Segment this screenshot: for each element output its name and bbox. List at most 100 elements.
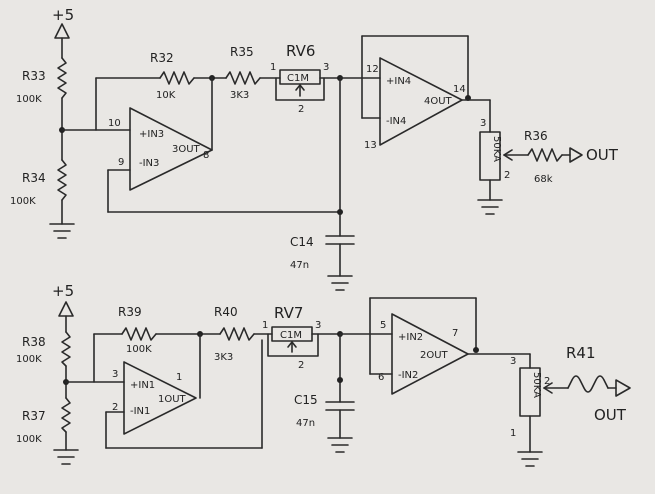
r35-value: 3K3: [230, 90, 249, 101]
bottom-pot-ground-icon: [517, 451, 543, 467]
bottom-pot-value: 50KA: [531, 372, 542, 398]
c15-ground-icon: [327, 437, 353, 453]
bottom-circuit: +5 R38 100K R37 100K 3 +IN1 -IN1 1OUT 2 …: [16, 282, 631, 467]
c14-ref: C14: [290, 235, 314, 249]
top-pot-pin2: 2: [504, 170, 510, 181]
r36-ref: R36: [524, 129, 548, 143]
c14-capacitor: [325, 235, 355, 245]
c15-value: 47n: [296, 418, 315, 429]
u4-in-minus: -IN4: [386, 116, 406, 127]
u3-opamp: [129, 107, 213, 191]
r41-resistor: [567, 375, 609, 393]
u2-in-plus: +IN2: [398, 332, 423, 343]
c15-junction: [337, 377, 343, 383]
rv6-value: C1M: [287, 73, 309, 84]
u1-pin-out: 1: [176, 372, 182, 383]
r40-value: 3K3: [214, 352, 233, 363]
u1-opamp: [123, 361, 197, 435]
u3-pin-minus: 9: [118, 157, 124, 168]
r38-ref: R38: [22, 335, 46, 349]
r35-ref: R35: [230, 45, 254, 59]
rv7-value: C1M: [280, 330, 302, 341]
r35-resistor: [225, 71, 261, 85]
r33-ref: R33: [22, 69, 46, 83]
u1-pin-plus: 3: [112, 369, 118, 380]
u4-pin-plus: 12: [366, 64, 379, 75]
u3-out-label: 3OUT: [172, 144, 201, 155]
top-pot-pin3: 3: [480, 118, 486, 129]
u1-pin-minus: 2: [112, 402, 118, 413]
u4-out-label: 4OUT: [424, 96, 453, 107]
r40-ref: R40: [214, 305, 238, 319]
u1-in-minus: -IN1: [130, 406, 150, 417]
u3-pin-out: 8: [203, 150, 209, 161]
r34-value: 100K: [10, 196, 36, 207]
r36-resistor: [527, 148, 563, 162]
bottom-out-arrow-icon: [615, 379, 631, 397]
bottom-supply-label: +5: [52, 282, 74, 300]
r34-resistor: [57, 159, 67, 201]
u4-pin-minus: 13: [364, 140, 377, 151]
r37-ref: R37: [22, 409, 46, 423]
top-pot-ground-icon: [477, 199, 503, 215]
top-out-label: OUT: [586, 146, 619, 164]
r32-ref: R32: [150, 51, 174, 65]
rv6-pin2: 2: [298, 104, 304, 115]
rv6-trimmer: [279, 69, 321, 85]
r39-value: 100K: [126, 344, 152, 355]
rv6-ref: RV6: [286, 42, 315, 60]
rv6-pin1: 1: [270, 62, 276, 73]
bottom-pot-pin2: 2: [544, 376, 550, 387]
bottom-left-ground-icon: [53, 449, 79, 465]
rv7-pin1: 1: [262, 320, 268, 331]
r38-resistor: [61, 331, 71, 367]
r32-value: 10K: [156, 90, 176, 101]
c14-value: 47n: [290, 260, 309, 271]
r38-value: 100K: [16, 354, 42, 365]
c15-ref: C15: [294, 393, 318, 407]
u2-pin-minus: 6: [378, 372, 384, 383]
r33-resistor: [57, 57, 67, 99]
rv7-pin2: 2: [298, 360, 304, 371]
c14-ground-icon: [327, 275, 353, 291]
u4-opamp: [379, 57, 463, 146]
bottom-pot-pin3: 3: [510, 356, 516, 367]
u2-output-junction: [473, 347, 479, 353]
r36-value: 68k: [534, 174, 553, 185]
bottom-pot-pin1: 1: [510, 428, 516, 439]
bottom-supply-arrow-icon: [58, 301, 74, 333]
r41-ref: R41: [566, 344, 596, 362]
c14-junction: [337, 209, 343, 215]
u2-pin-out: 7: [452, 328, 458, 339]
c15-capacitor: [325, 401, 355, 411]
r40-resistor: [219, 327, 255, 341]
top-pot-value: 50KA: [491, 136, 502, 162]
top-supply-label: +5: [52, 6, 74, 24]
u1-in-plus: +IN1: [130, 380, 155, 391]
u2-in-minus: -IN2: [398, 370, 418, 381]
u2-opamp: [391, 313, 469, 395]
r34-ref: R34: [22, 171, 46, 185]
top-supply-arrow-icon: [54, 23, 70, 59]
u2-out-label: 2OUT: [420, 350, 449, 361]
r39-resistor: [121, 327, 157, 341]
rv7-pin3: 3: [315, 320, 321, 331]
bottom-out-label: OUT: [594, 406, 627, 424]
u4-in-plus: +IN4: [386, 76, 411, 87]
top-left-ground-icon: [49, 223, 75, 239]
top-circuit: +5 R33 100K R34 100K 10 +IN3 -IN3 3OUT 9…: [10, 6, 619, 291]
r37-resistor: [61, 397, 71, 433]
u3-in-minus: -IN3: [139, 158, 159, 169]
rv7-ref: RV7: [274, 304, 303, 322]
top-out-arrow-icon: [569, 147, 583, 163]
u3-in-plus: +IN3: [139, 129, 164, 140]
u2-pin-plus: 5: [380, 320, 386, 331]
r32-resistor: [159, 71, 195, 85]
u3-pin-plus: 10: [108, 118, 121, 129]
u4-pin-out: 14: [453, 84, 466, 95]
u1-out-label: 1OUT: [158, 394, 187, 405]
r33-value: 100K: [16, 94, 42, 105]
r39-ref: R39: [118, 305, 142, 319]
